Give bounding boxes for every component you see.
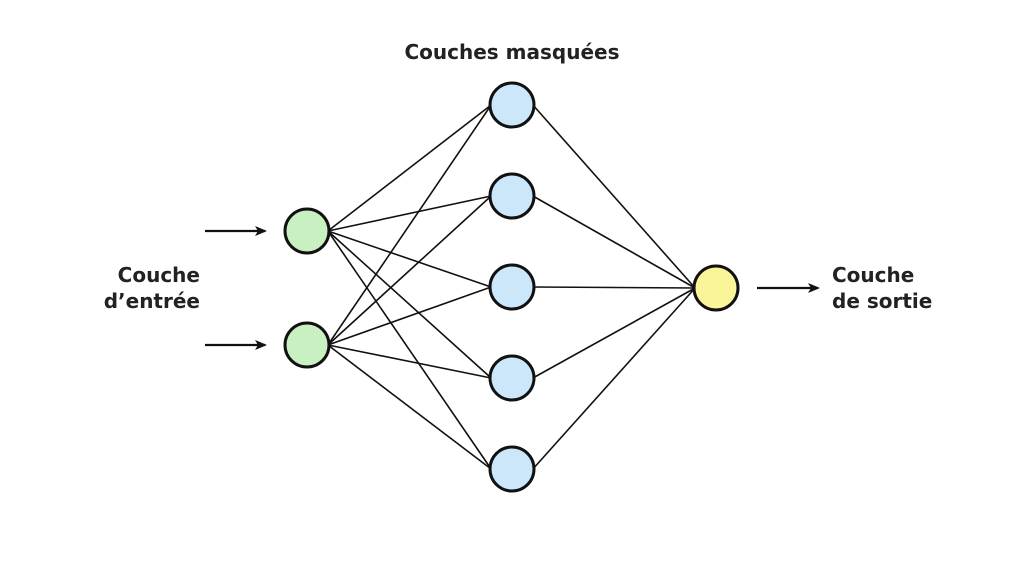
hidden-layers-label: Couches masquées: [0, 39, 1024, 65]
output-layer-label-line-2: de sortie: [832, 289, 933, 313]
connection-input-2-hidden-4: [327, 344, 492, 379]
connection-input-2-hidden-1: [327, 104, 492, 346]
connection-hidden-2-output-1: [532, 195, 696, 289]
connection-hidden-3-output-1: [532, 286, 696, 289]
connection-input-1-hidden-2: [327, 195, 492, 232]
connection-input-2-hidden-5: [327, 344, 492, 470]
connection-input-1-hidden-3: [327, 230, 492, 288]
connection-input-2-hidden-2: [327, 195, 492, 346]
neurons: [283, 81, 740, 493]
hidden-neuron-1: [488, 81, 536, 129]
connection-input-1-hidden-4: [327, 230, 492, 379]
connections: [327, 104, 696, 470]
arrows: [205, 226, 820, 350]
connection-input-1-hidden-1: [327, 104, 492, 232]
connection-input-1-hidden-5: [327, 230, 492, 470]
hidden-neuron-5: [488, 445, 536, 493]
hidden-neuron-3: [488, 263, 536, 311]
input-layer-label-line-2: d’entrée: [103, 289, 200, 313]
input-layer-label: Couche d’entrée: [60, 262, 200, 314]
input-neuron-1: [283, 207, 331, 255]
input-neuron-2: [283, 321, 331, 369]
hidden-neuron-4: [488, 354, 536, 402]
connection-hidden-5-output-1: [532, 287, 696, 470]
hidden-layers-label-text: Couches masquées: [404, 40, 620, 64]
connection-hidden-1-output-1: [532, 104, 696, 289]
connection-hidden-4-output-1: [532, 287, 696, 379]
hidden-neuron-2: [488, 172, 536, 220]
connection-input-2-hidden-3: [327, 286, 492, 346]
input-layer-label-line-1: Couche: [117, 263, 200, 287]
output-layer-label: Couche de sortie: [832, 262, 932, 314]
output-neuron-1: [692, 264, 740, 312]
output-layer-label-line-1: Couche: [832, 263, 915, 287]
